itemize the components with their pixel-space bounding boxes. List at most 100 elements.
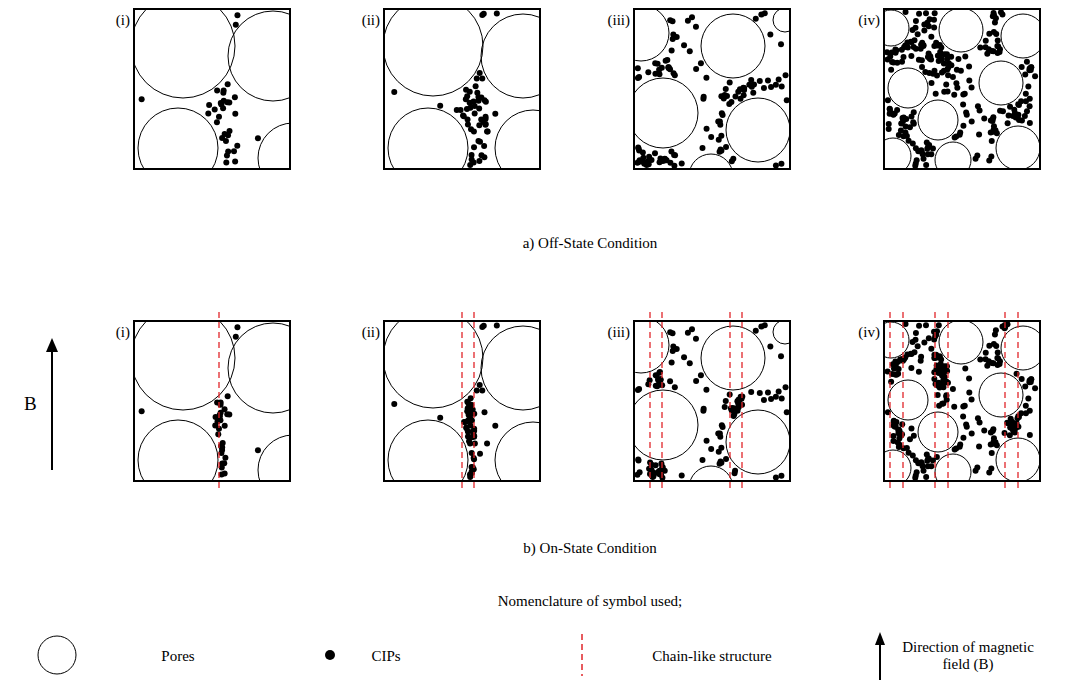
cip: [1027, 377, 1033, 383]
cip: [894, 60, 900, 66]
pore: [726, 98, 790, 162]
cip: [989, 138, 995, 144]
cip: [911, 433, 917, 439]
cip: [919, 57, 925, 63]
cip: [910, 453, 916, 459]
cip: [1027, 432, 1033, 438]
cip: [975, 415, 981, 421]
cip: [717, 149, 723, 155]
cip: [670, 344, 676, 350]
panel-box: (ii): [383, 320, 541, 482]
cip: [896, 427, 902, 433]
cip: [720, 424, 726, 430]
cip: [757, 78, 763, 84]
cip: [1032, 73, 1038, 79]
cip: [921, 27, 927, 33]
cip: [656, 67, 662, 73]
cip: [784, 97, 790, 103]
cip: [923, 322, 929, 328]
cip: [908, 426, 914, 432]
cip: [1014, 371, 1020, 377]
cip: [471, 128, 477, 134]
pore-symbol: [38, 636, 76, 674]
cip: [214, 119, 220, 125]
cip: [473, 83, 479, 89]
panel-label: (iii): [608, 12, 631, 29]
cip: [1027, 120, 1033, 126]
cip: [768, 84, 774, 90]
cip: [776, 76, 782, 82]
cip: [391, 89, 397, 95]
cip: [952, 134, 958, 140]
cip: [467, 89, 473, 95]
panel-box: (ii): [383, 8, 541, 170]
cip: [214, 88, 220, 94]
field-label: B: [24, 393, 37, 415]
pore: [979, 373, 1023, 417]
chain-line: [889, 312, 890, 490]
cip: [1022, 72, 1028, 78]
panel-box: (iii): [633, 320, 791, 482]
cip: [635, 145, 641, 151]
cip: [977, 356, 983, 362]
cip: [224, 152, 230, 158]
cip: [693, 378, 699, 384]
cip: [905, 45, 911, 51]
pore: [388, 420, 468, 482]
cip: [923, 162, 929, 168]
cip: [460, 113, 466, 119]
cip: [717, 461, 723, 467]
cip: [929, 80, 935, 86]
cip: [746, 82, 752, 88]
cip: [1009, 425, 1015, 431]
cip: [928, 346, 934, 352]
cip: [952, 446, 958, 452]
cip: [960, 414, 966, 420]
cip: [919, 64, 925, 70]
cip: [703, 75, 709, 81]
cip: [206, 102, 212, 108]
cip: [923, 10, 929, 16]
cip: [699, 457, 705, 463]
cip: [783, 384, 789, 390]
panel-label: (ii): [362, 324, 380, 341]
cip: [896, 132, 902, 138]
cip: [921, 468, 927, 474]
cip: [935, 383, 941, 389]
panel-label: (iii): [608, 324, 631, 341]
cip: [935, 53, 941, 59]
cip: [945, 72, 951, 78]
cip: [693, 66, 699, 72]
cip: [469, 152, 475, 158]
cip: [492, 423, 498, 429]
pore: [883, 322, 909, 358]
cip: [910, 141, 916, 147]
cip: [962, 366, 968, 372]
cip: [928, 34, 934, 40]
cip: [471, 144, 477, 150]
cip: [681, 42, 687, 48]
cip: [933, 91, 939, 97]
cip: [894, 107, 900, 113]
cip: [924, 146, 930, 152]
pore: [773, 320, 791, 344]
cip: [728, 99, 734, 105]
cip: [1016, 102, 1022, 108]
cip: [650, 473, 656, 479]
panel-art: [883, 320, 1041, 482]
cip: [921, 156, 927, 162]
cip: [687, 48, 693, 54]
cip: [986, 470, 992, 476]
cip: [926, 335, 932, 341]
cip: [475, 94, 481, 100]
cip: [648, 461, 654, 467]
cip: [458, 107, 464, 113]
panel-art: [633, 320, 791, 482]
cip: [731, 411, 737, 417]
cip: [776, 388, 782, 394]
pore: [939, 320, 983, 364]
cip: [672, 152, 678, 158]
legend-text: CIPs: [371, 648, 400, 665]
cip: [919, 40, 925, 46]
cip: [679, 161, 685, 167]
